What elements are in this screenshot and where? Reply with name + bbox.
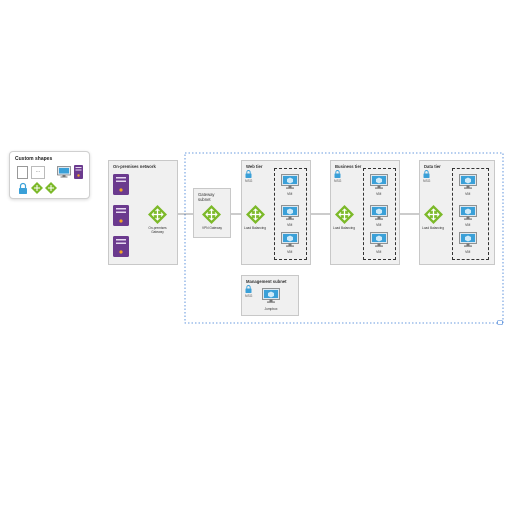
vm-monitor-icon (281, 205, 299, 220)
business-tier-title: Business tier (335, 164, 362, 169)
on-premises-gateway-icon (148, 205, 167, 224)
virtual-network-boundary (184, 152, 504, 324)
vm-monitor-icon (459, 232, 477, 247)
text-shape[interactable]: ... (31, 166, 45, 179)
lock-icon[interactable] (18, 182, 28, 194)
vm-monitor-icon (370, 174, 388, 189)
vpn-gateway-label: VPN Gateway (201, 226, 223, 230)
jumpbox-label: Jumpbox (264, 307, 278, 311)
lock-icon (423, 170, 430, 178)
vm-monitor-icon (370, 232, 388, 247)
server-icon[interactable] (74, 165, 83, 179)
business-load-balancer-icon (335, 205, 354, 224)
custom-shapes-title: Custom shapes (15, 156, 53, 162)
server-icon (113, 236, 129, 257)
vm-label: VM (376, 223, 382, 227)
data-tier-nsg-label: NSG (423, 179, 431, 183)
on-premises-gateway-label: On-premises Gateway (148, 226, 167, 234)
page-shape[interactable] (17, 166, 28, 179)
server-icon (113, 205, 129, 226)
load-balancer-icon-alt[interactable] (45, 182, 57, 194)
data-tier-title: Data tier (424, 164, 441, 169)
web-load-balancing-label: Load Balancing (244, 226, 266, 230)
vm-label: VM (287, 192, 293, 196)
vm-label: VM (465, 223, 471, 227)
vm-label: VM (465, 250, 471, 254)
load-balancer-icon[interactable] (31, 182, 43, 194)
lock-icon (334, 170, 341, 178)
vm-label: VM (287, 250, 293, 254)
gateway-subnet-title: Gateway subnet (198, 192, 215, 202)
vm-monitor-icon (370, 205, 388, 220)
business-load-balancing-label: Load Balancing (333, 226, 355, 230)
vm-monitor-icon (281, 174, 299, 189)
on-premises-title: On-premises network (113, 164, 156, 169)
management-subnet-title: Management subnet (246, 279, 287, 284)
vm-monitor-icon (281, 232, 299, 247)
vpn-gateway-icon (202, 205, 221, 224)
vm-label: VM (465, 192, 471, 196)
resize-handle[interactable] (497, 320, 503, 325)
vm-label: VM (376, 192, 382, 196)
vm-label: VM (376, 250, 382, 254)
vm-monitor-icon (459, 205, 477, 220)
data-tier-vm-group (452, 168, 489, 260)
vm-label: VM (287, 223, 293, 227)
text-shape-label: ... (35, 168, 41, 174)
business-tier-nsg-label: NSG (334, 179, 342, 183)
web-tier-nsg-label: NSG (245, 179, 253, 183)
custom-shapes-panel: Custom shapes ... (9, 151, 90, 199)
vm-monitor-icon[interactable] (57, 166, 71, 178)
web-tier-panel: Web tier (241, 160, 311, 265)
lock-icon (245, 170, 252, 178)
web-load-balancer-icon (246, 205, 265, 224)
jumpbox-vm-monitor-icon (262, 288, 280, 303)
management-nsg-label: NSG (245, 294, 253, 298)
data-load-balancer-icon (424, 205, 443, 224)
web-tier-vm-group (274, 168, 307, 260)
web-tier-title: Web tier (246, 164, 263, 169)
data-load-balancing-label: Load Balancing (422, 226, 444, 230)
vm-monitor-icon (459, 174, 477, 189)
server-icon (113, 174, 129, 195)
business-tier-vm-group (363, 168, 396, 260)
lock-icon (245, 285, 252, 293)
